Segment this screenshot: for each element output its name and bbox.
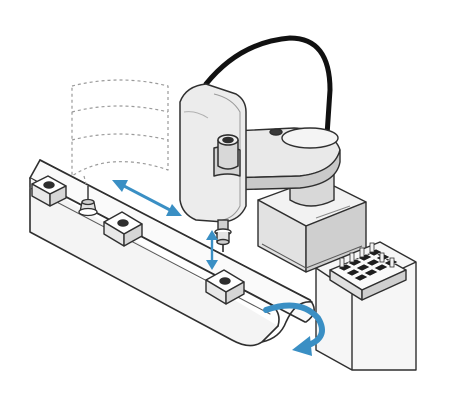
curved-return-arrow-icon	[263, 302, 325, 356]
double-headed-arrow-icon	[112, 180, 182, 216]
robot-head	[179, 83, 247, 223]
conveyor-back-edge	[39, 159, 311, 301]
robot-cable	[203, 35, 333, 153]
up-down-arrow-icon	[206, 230, 218, 270]
conveyor-front-edge	[29, 177, 280, 327]
motion-arrows	[112, 180, 325, 356]
tray-items	[339, 242, 395, 268]
workpiece-2	[103, 211, 143, 247]
conveyor-roller-end	[261, 301, 313, 343]
workpiece-1	[31, 175, 67, 207]
parts-tray-station	[315, 241, 417, 371]
picked-part	[78, 186, 98, 217]
workpiece-3	[205, 269, 245, 305]
robot-quill	[214, 219, 232, 252]
ghost-arm-outline	[71, 79, 169, 185]
